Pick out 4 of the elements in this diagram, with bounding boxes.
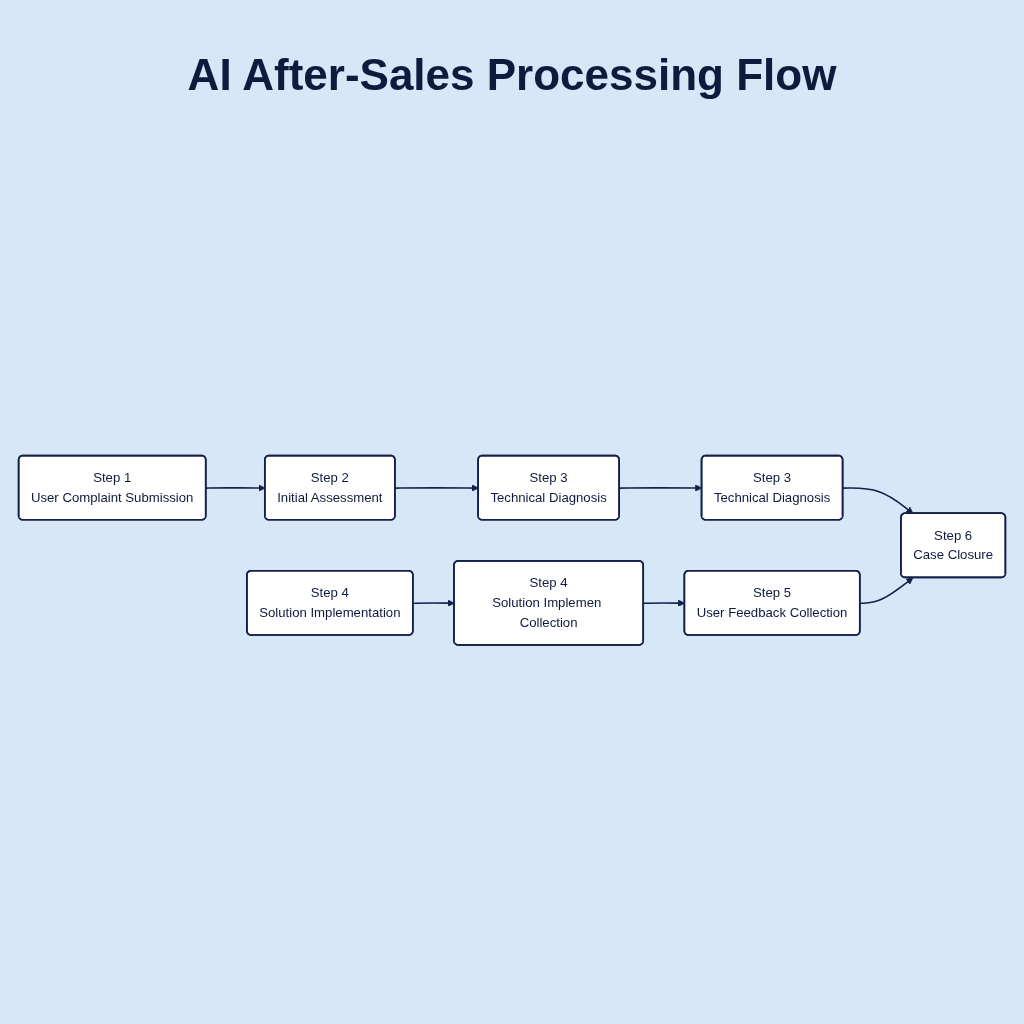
title: AI After-Sales Processing Flow: [186, 49, 838, 101]
arrow: [859, 577, 914, 604]
arrow: [842, 486, 914, 514]
arrow: [394, 484, 479, 492]
